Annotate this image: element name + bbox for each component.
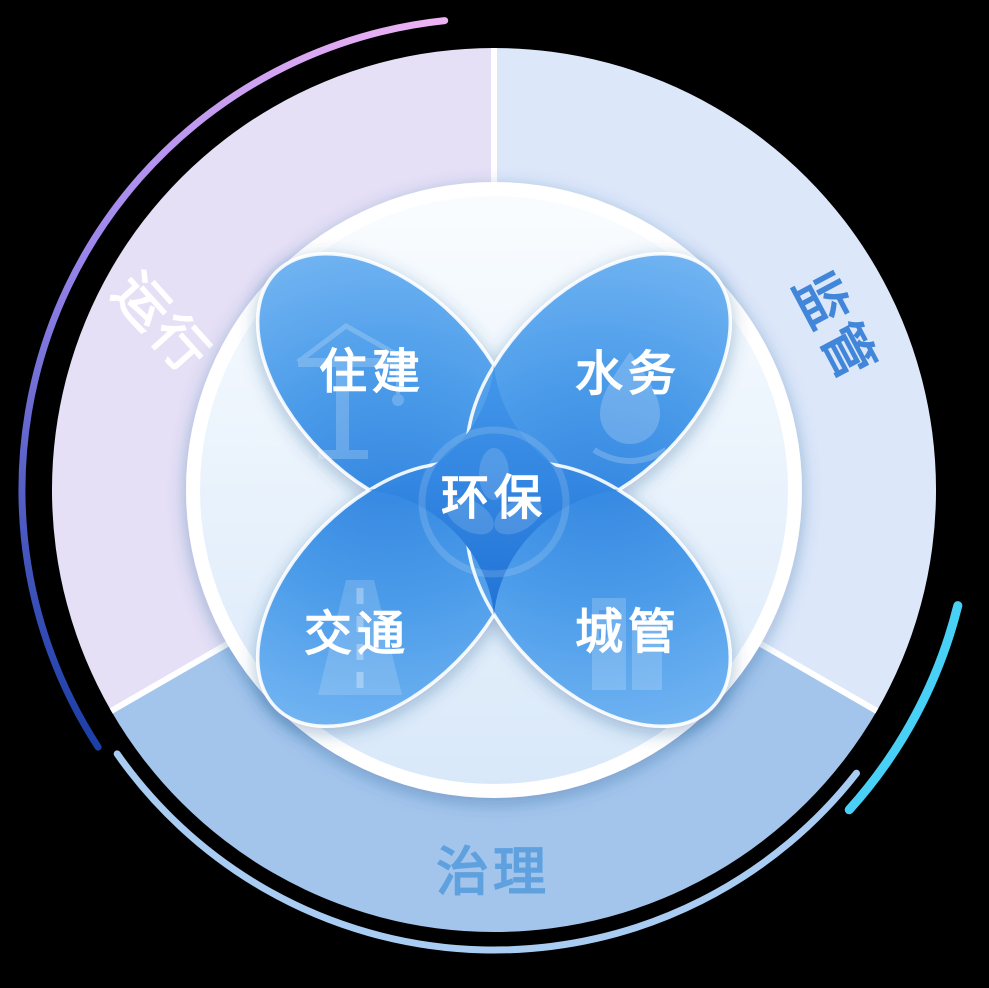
decorative-arcs [18, 17, 963, 954]
arc-bottom [113, 750, 860, 954]
crane-mast [336, 358, 349, 450]
arc-cyan-highlight [844, 601, 963, 815]
crane-hook [392, 394, 404, 406]
crane-jib [298, 358, 410, 367]
center-label-environment: 环保 [441, 470, 547, 526]
building-short [632, 622, 662, 690]
building-windows [599, 610, 646, 641]
crane-apex [296, 323, 412, 365]
crane-base [318, 450, 368, 459]
petal-label-water-affairs: 水务 [575, 346, 681, 402]
road-surface [318, 580, 402, 695]
road-icon [318, 580, 402, 695]
clover: 住建 水务 交通 城管 环保 [255, 251, 733, 729]
arc-left-gradient [18, 17, 449, 751]
leaf-left [446, 497, 494, 535]
petal-label-urban-management: 城管 [575, 604, 681, 660]
petal-label-housing-construction: 住建 [319, 344, 425, 400]
water-drop [600, 352, 660, 444]
center-overlap-star [369, 365, 619, 615]
leaf-ring [418, 426, 570, 578]
building-tall [592, 598, 626, 690]
crane-icon [296, 323, 412, 459]
leaf-icon [418, 426, 570, 578]
water-drop-icon [592, 352, 668, 464]
water-ripple [592, 447, 668, 464]
leaf-right [494, 497, 542, 535]
petal-label-transportation: 交通 [304, 606, 410, 662]
buildings-icon [592, 598, 662, 690]
sector-label-governance: 治理 [436, 842, 550, 903]
leaf-top [479, 448, 509, 500]
